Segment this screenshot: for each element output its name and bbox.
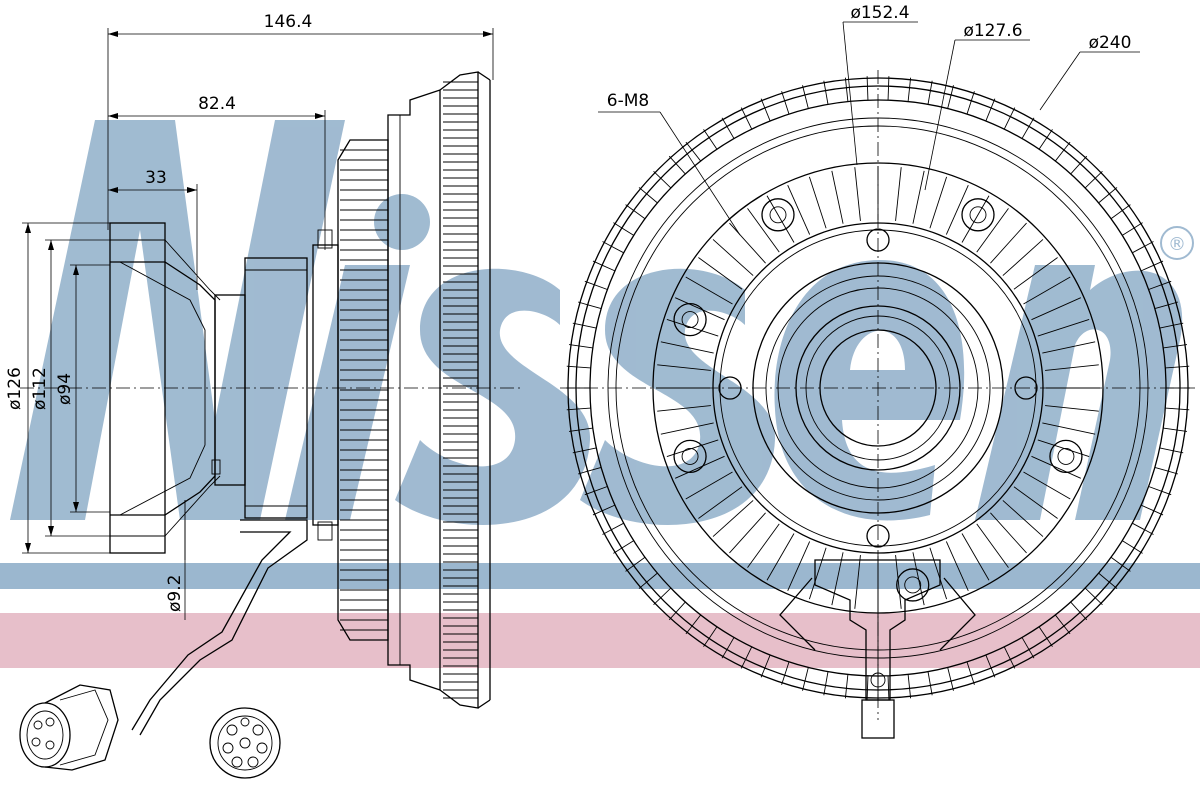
dim-dia-127-6: ø127.6 (963, 21, 1022, 41)
dim-dia-152-4: ø152.4 (850, 3, 909, 23)
front-view (560, 70, 1195, 739)
dim-flange-length: 33 (145, 168, 167, 188)
red-band (0, 613, 1200, 668)
pin-hole-icon (866, 228, 890, 252)
dim-dia-240: ø240 (1089, 33, 1132, 53)
dim-bolts: 6-M8 (607, 91, 649, 111)
bolt-hole-icon (1049, 439, 1083, 474)
pin-hole-icon (866, 524, 890, 548)
side-view (20, 71, 520, 736)
dim-hub-length: 82.4 (198, 94, 236, 114)
dim-overall-length: 146.4 (264, 12, 313, 32)
nissens-logo-watermark: ® (10, 120, 1194, 525)
bolt-hole-icon (761, 198, 795, 232)
dim-dia-9-2: ø9.2 (165, 575, 185, 612)
connector-plug-iso (19, 684, 119, 771)
dim-dia-112: ø112 (30, 367, 50, 410)
side-dimensions: 146.4 82.4 33 ø126 ø112 ø94 ø9.2 (5, 12, 494, 620)
dim-dia-94: ø94 (55, 373, 75, 405)
connector-face-view (209, 707, 281, 779)
bolt-hole-icon (961, 198, 995, 232)
blue-band (0, 563, 1200, 589)
pin-hole-icon (1014, 376, 1038, 400)
front-dimensions: ø152.4 ø127.6 ø240 6-M8 (598, 3, 1140, 236)
bolt-hole-icon (896, 568, 930, 602)
bolt-hole-icon (673, 439, 707, 474)
registered-mark: ® (1168, 234, 1186, 255)
pin-hole-icon (718, 376, 742, 400)
bolt-hole-icon (673, 302, 707, 337)
dim-dia-126: ø126 (5, 367, 25, 410)
watermark-bands (0, 563, 1200, 668)
